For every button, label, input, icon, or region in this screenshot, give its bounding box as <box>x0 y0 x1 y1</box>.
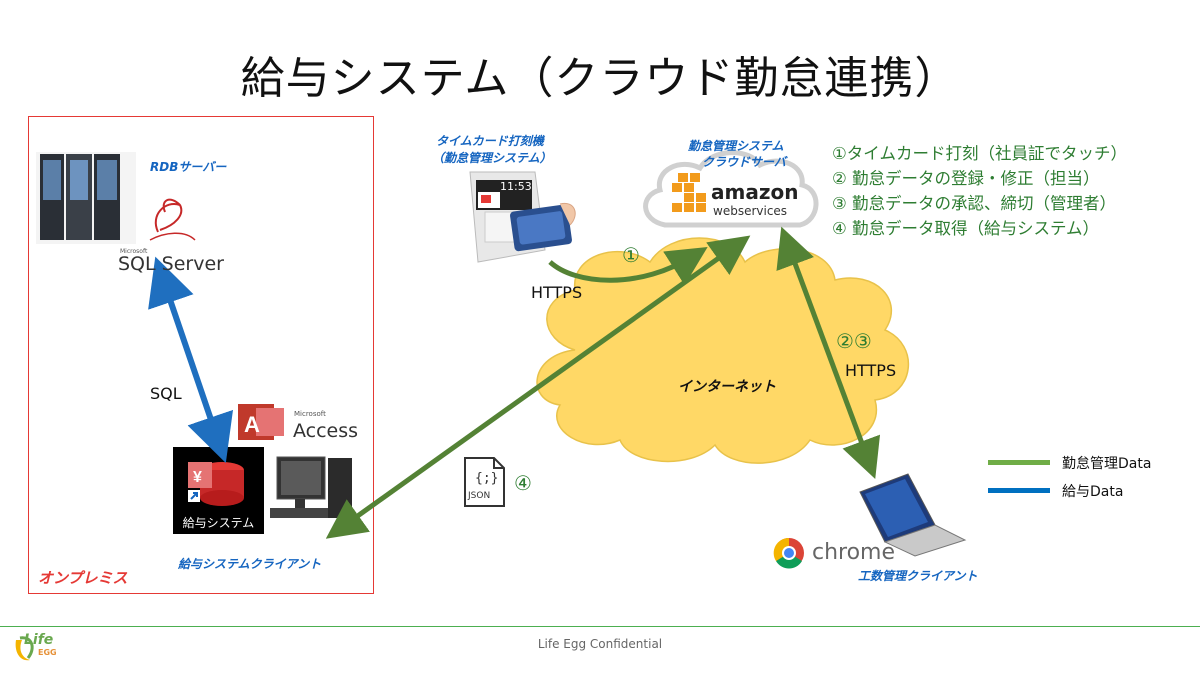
legend-payroll-label: 給与Data <box>1062 484 1124 500</box>
timecard-label-1: タイムカード打刻機 <box>436 134 544 148</box>
internet-label: インターネット <box>678 379 776 395</box>
legend-attendance-swatch <box>988 460 1050 465</box>
page-title: 給与システム（クラウド勤怠連携） <box>240 53 960 104</box>
note-2: ② 勤怠データの登録・修正（担当） <box>832 169 1100 188</box>
sqlserver-microsoft-text: Microsoft <box>120 248 148 255</box>
attendance-client-label: 工数管理クライアント <box>858 569 978 583</box>
aws-cubes <box>672 173 706 212</box>
footer-divider <box>0 626 1200 627</box>
cloud-label-1: 勤怠管理システム <box>688 139 784 153</box>
step-1-label: ① <box>622 243 640 267</box>
payroll-app-label: 給与システム <box>182 516 255 530</box>
payroll-client-label: 給与システムクライアント <box>178 557 322 571</box>
sqlserver-logo-icon <box>149 198 196 241</box>
attendance-client-arrow <box>776 226 881 480</box>
note-3: ③ 勤怠データの承認、締切（管理者） <box>832 194 1117 213</box>
svg-text:¥: ¥ <box>193 469 202 486</box>
attendance-https-label: HTTPS <box>845 361 897 380</box>
step-4-label: ④ <box>514 471 532 495</box>
timecard-label-2: （勤怠管理システム） <box>432 151 552 165</box>
onprem-label: オンプレミス <box>38 569 128 587</box>
logo-text: Life <box>24 632 54 648</box>
access-text: Access <box>293 420 359 442</box>
desktop-pc-icon <box>270 456 352 518</box>
steps-notes: ①タイムカード打刻（社員証でタッチ） ② 勤怠データの登録・修正（担当） ③ 勤… <box>832 141 1127 241</box>
legend-attendance-label: 勤怠管理Data <box>1062 456 1152 472</box>
chrome-text: chrome <box>812 540 896 565</box>
timecard-https-label: HTTPS <box>531 283 583 302</box>
json-arrow <box>325 235 751 539</box>
sql-arrow <box>148 256 234 464</box>
step-23-label: ②③ <box>836 329 872 353</box>
sqlserver-text: SQL Server <box>118 253 224 275</box>
access-microsoft-text: Microsoft <box>294 410 326 418</box>
clock-display: 11:53 <box>500 180 532 193</box>
cloud-label-2: クラウドサーバ <box>702 155 786 169</box>
server-rack-icon <box>36 152 136 244</box>
note-4: ④ 勤怠データ取得（給与システム） <box>832 219 1100 238</box>
amazon-text: amazon <box>711 180 799 204</box>
access-logo-icon: A <box>238 404 284 440</box>
svg-text:A: A <box>244 412 260 437</box>
rdb-label: RDBサーバー <box>150 160 227 174</box>
laptop-icon <box>859 473 967 557</box>
logo-sub-text: EGG <box>38 648 57 657</box>
svg-text:{;}: {;} <box>475 471 498 486</box>
sql-label: SQL <box>150 384 182 403</box>
footer-text: Life Egg Confidential <box>537 637 663 651</box>
lifeegg-logo-icon <box>15 636 34 661</box>
chrome-logo-icon <box>773 537 804 569</box>
webservices-text: webservices <box>713 204 788 218</box>
note-1: ①タイムカード打刻（社員証でタッチ） <box>832 144 1127 163</box>
legend-payroll-swatch <box>988 488 1050 493</box>
json-icon-text: JSON <box>468 491 491 501</box>
